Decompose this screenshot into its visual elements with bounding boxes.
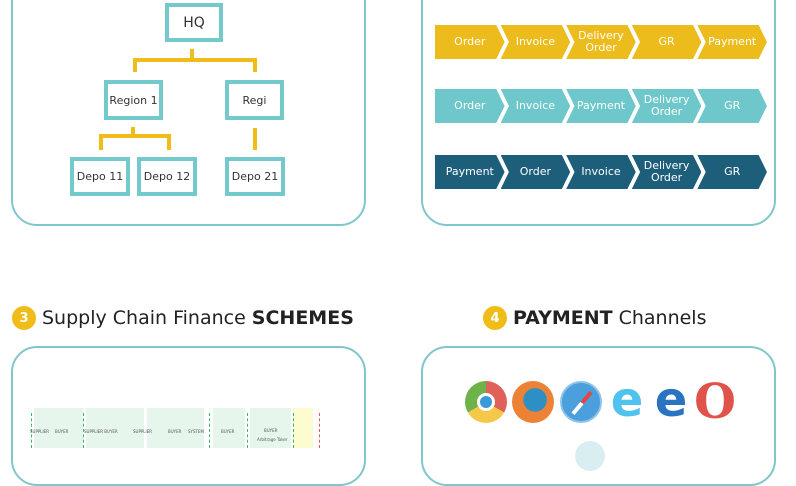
connector <box>167 134 171 150</box>
connector <box>99 134 103 150</box>
scheme-label: SUPPLIER <box>133 429 153 434</box>
flow-step: Payment <box>697 25 767 59</box>
flow-step: GR <box>697 89 767 123</box>
org-node-depo-21: Depo 21 <box>225 157 285 196</box>
flow-step: GR <box>631 25 702 59</box>
connector <box>253 58 257 72</box>
opera-icon: O <box>694 374 736 430</box>
scheme-column <box>34 408 83 448</box>
title-plain: Supply Chain Finance <box>42 307 246 329</box>
scheme-label: SUPPLIER BUYER <box>84 429 118 434</box>
flow-step: Invoice <box>500 89 571 123</box>
internet-explorer-icon: e <box>610 372 644 428</box>
connector <box>99 134 171 138</box>
flow-step: GR <box>697 155 767 189</box>
scheme-label: Arbitrage Taker <box>257 437 288 442</box>
org-node-depo-12: Depo 12 <box>137 157 197 196</box>
flow-step: Order <box>435 25 505 59</box>
divider <box>319 413 320 448</box>
scheme-column <box>293 408 313 448</box>
flow-step: Delivery Order <box>631 89 702 123</box>
divider <box>31 413 32 448</box>
section-number-badge: 3 <box>12 306 36 330</box>
scheme-label: SYSTEM <box>188 429 204 434</box>
flow-step: Delivery Order <box>566 25 636 59</box>
flow-step: Payment <box>566 89 636 123</box>
divider <box>209 413 210 448</box>
org-node-hq: HQ <box>165 3 223 42</box>
org-node-depo-11: Depo 11 <box>70 157 130 196</box>
chrome-icon <box>465 381 507 423</box>
connector <box>133 58 257 62</box>
connector <box>133 58 137 72</box>
scheme-column <box>213 408 245 448</box>
title-bold: PAYMENT <box>513 307 613 329</box>
flow-step: Invoice <box>500 25 571 59</box>
edge-icon: e <box>654 372 688 428</box>
scheme-column <box>147 408 204 448</box>
flow-step: Order <box>500 155 571 189</box>
connector <box>253 128 257 150</box>
section-3-title: 3 Supply Chain Finance SCHEMES <box>12 306 354 330</box>
divider <box>293 413 294 448</box>
app-icon-partial <box>575 441 605 471</box>
divider <box>83 413 84 448</box>
scheme-label: BUYER <box>221 429 235 434</box>
connector <box>131 127 135 137</box>
scheme-label: BUYER <box>264 428 278 433</box>
firefox-icon <box>512 381 554 423</box>
flow-step: Payment <box>435 155 505 189</box>
flow-step: Order <box>435 89 505 123</box>
section-4-title: 4 PAYMENT Channels <box>483 306 706 330</box>
title-plain: Channels <box>618 307 707 329</box>
connector <box>190 49 194 61</box>
scheme-column <box>250 408 291 448</box>
section-number-badge: 4 <box>483 306 507 330</box>
org-node-region-1: Region 1 <box>104 80 163 120</box>
scheme-column <box>86 408 144 448</box>
org-node-region-2: Regi <box>225 80 284 120</box>
title-bold: SCHEMES <box>251 307 354 329</box>
scheme-label: BUYER <box>55 429 69 434</box>
scheme-label: SUPPLIER <box>30 429 50 434</box>
safari-icon <box>560 381 602 423</box>
flow-step: Invoice <box>566 155 636 189</box>
scheme-label: BUYER <box>168 429 182 434</box>
flow-step: Delivery Order <box>631 155 702 189</box>
divider <box>247 413 248 448</box>
